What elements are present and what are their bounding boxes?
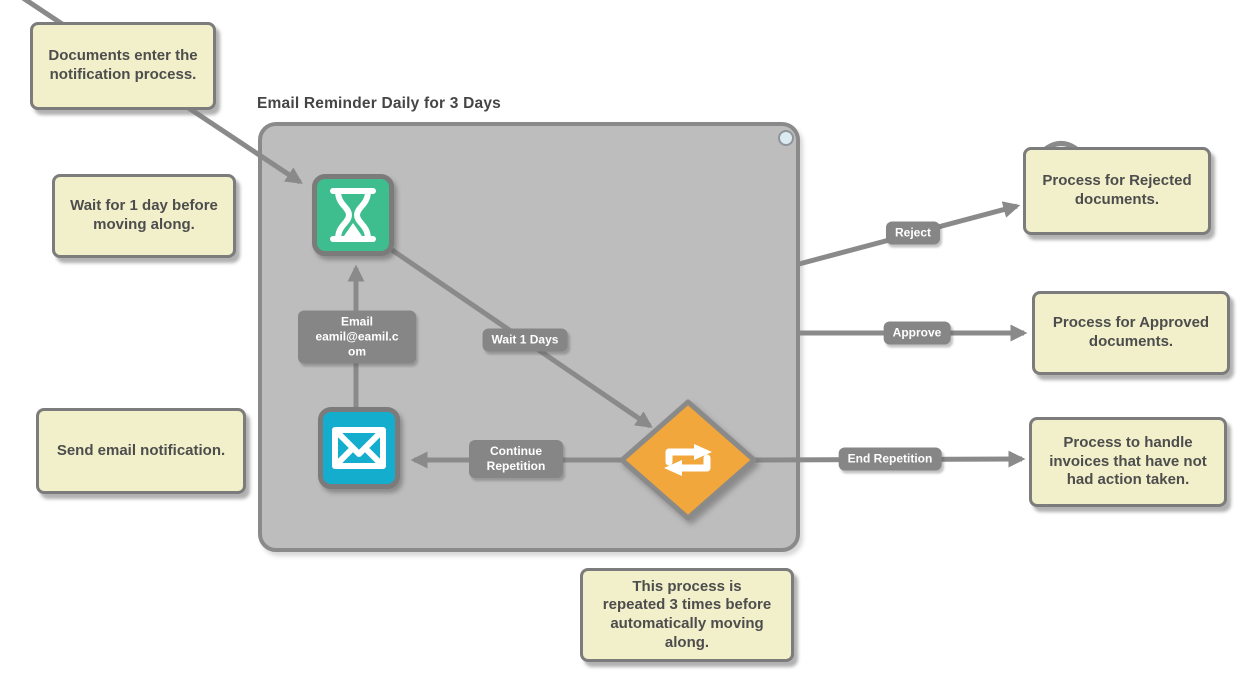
note-documents-enter[interactable]: Documents enter the notification process… <box>30 22 216 110</box>
group-title: Email Reminder Daily for 3 Days <box>257 95 501 112</box>
hourglass-icon <box>330 188 376 242</box>
note-invoices-no-action[interactable]: Process to handle invoices that have not… <box>1029 417 1227 507</box>
end-repetition-label[interactable]: End Repetition <box>838 447 942 471</box>
email-step-node[interactable] <box>318 407 400 489</box>
continue-repetition-label[interactable]: Continue Repetition <box>469 440 563 478</box>
reject-label[interactable]: Reject <box>885 221 941 245</box>
note-wait-one-day[interactable]: Wait for 1 day before moving along. <box>52 174 236 258</box>
repeat-icon <box>664 444 712 476</box>
envelope-icon <box>332 427 386 469</box>
wait-duration-label[interactable]: Wait 1 Days <box>482 328 568 352</box>
collapse-circle-badge[interactable] <box>778 130 794 146</box>
wait-step-node[interactable] <box>312 174 394 256</box>
note-send-email[interactable]: Send email notification. <box>36 408 246 494</box>
repeat-gateway-node[interactable] <box>614 394 762 526</box>
note-repetition-info[interactable]: This process is repeated 3 times before … <box>580 568 794 662</box>
approve-label[interactable]: Approve <box>883 321 951 345</box>
note-approved-process[interactable]: Process for Approved documents. <box>1032 291 1230 375</box>
email-recipient-label[interactable]: Email eamil@eamil.c om <box>298 310 416 364</box>
note-rejected-process[interactable]: Process for Rejected documents. <box>1023 147 1211 235</box>
